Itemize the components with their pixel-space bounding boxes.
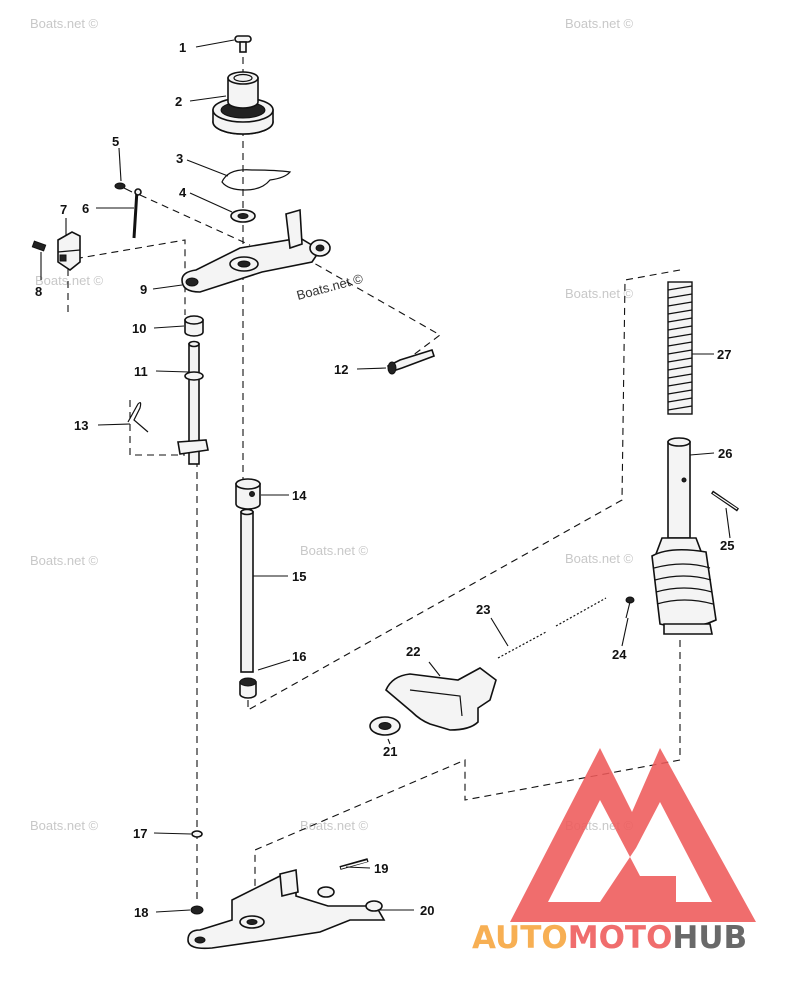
logo-text-hub: HUB xyxy=(672,920,747,956)
part-bolt-12 xyxy=(387,349,436,375)
part-clip-3 xyxy=(221,169,292,191)
part-label-12: 12 xyxy=(334,362,348,377)
logo-text-moto: MOTO xyxy=(568,920,673,956)
part-label-2: 2 xyxy=(175,94,182,109)
part-label-4: 4 xyxy=(179,185,187,200)
part-label-25: 25 xyxy=(720,538,734,553)
part-pin-25 xyxy=(711,490,739,512)
part-label-9: 9 xyxy=(140,282,147,297)
part-label-27: 27 xyxy=(717,347,731,362)
part-label-6: 6 xyxy=(82,201,89,216)
watermark: Boats.net © xyxy=(30,553,99,568)
part-label-18: 18 xyxy=(134,905,148,920)
watermark: Boats.net © xyxy=(565,16,634,31)
part-label-5: 5 xyxy=(112,134,119,149)
part-label-19: 19 xyxy=(374,861,388,876)
part-spring-23 xyxy=(497,597,607,659)
brand-logo: AUTOMOTOHUB xyxy=(472,748,756,956)
part-spring-27 xyxy=(667,281,693,415)
part-label-22: 22 xyxy=(406,644,420,659)
leader-lines xyxy=(40,39,731,913)
part-label-16: 16 xyxy=(292,649,306,664)
part-label-11: 11 xyxy=(134,364,148,379)
part-label-20: 20 xyxy=(420,903,434,918)
watermark: Boats.net © xyxy=(300,543,369,558)
part-shaft-26 xyxy=(651,437,717,635)
part-label-13: 13 xyxy=(74,418,88,433)
part-rod-15 xyxy=(240,508,254,673)
part-label-17: 17 xyxy=(133,826,147,841)
part-nut-16 xyxy=(239,677,257,699)
part-screw-5 xyxy=(114,182,133,193)
part-rod-11 xyxy=(177,340,209,465)
part-label-8: 8 xyxy=(35,284,42,299)
part-label-3: 3 xyxy=(176,151,183,166)
part-bearing-2 xyxy=(212,71,274,135)
part-pin-19 xyxy=(339,858,369,870)
part-bushing-10 xyxy=(184,315,204,337)
part-ring-17 xyxy=(191,830,203,838)
part-label-14: 14 xyxy=(292,488,307,503)
watermark: Boats.net © xyxy=(35,273,104,288)
part-label-10: 10 xyxy=(132,321,146,336)
part-label-23: 23 xyxy=(476,602,490,617)
part-label-15: 15 xyxy=(292,569,306,584)
logo-mark-icon xyxy=(510,748,756,922)
part-label-1: 1 xyxy=(179,40,186,55)
part-nut-18 xyxy=(190,905,204,915)
part-cotter-13 xyxy=(127,402,149,433)
part-lever-9 xyxy=(181,208,331,293)
watermark: Boats.net © xyxy=(300,818,369,833)
part-washer-21 xyxy=(369,716,401,736)
logo-text-auto: AUTO xyxy=(472,920,568,956)
part-coupler-14 xyxy=(235,478,261,510)
part-screw-1 xyxy=(234,35,252,53)
part-label-7: 7 xyxy=(60,202,67,217)
watermark: Boats.net © xyxy=(565,286,634,301)
watermark: Boats.net © xyxy=(565,551,634,566)
svg-text:AUTOMOTOHUB: AUTOMOTOHUB xyxy=(472,920,747,956)
part-label-21: 21 xyxy=(383,744,397,759)
watermark-primary: Boats.net © xyxy=(295,271,365,303)
part-handle-22 xyxy=(385,667,497,731)
part-bracket-7 xyxy=(57,231,81,271)
part-label-24: 24 xyxy=(612,647,627,662)
part-labels: 1 2 3 4 5 6 7 8 9 10 11 12 13 14 15 16 1… xyxy=(35,40,734,920)
part-washer-4 xyxy=(230,209,256,223)
part-pin-6 xyxy=(132,188,142,239)
watermark: Boats.net © xyxy=(30,16,99,31)
part-label-26: 26 xyxy=(718,446,732,461)
watermark: Boats.net © xyxy=(30,818,99,833)
part-screw-24 xyxy=(625,596,635,619)
part-screw-8 xyxy=(31,240,47,252)
part-lever-20 xyxy=(187,868,386,950)
